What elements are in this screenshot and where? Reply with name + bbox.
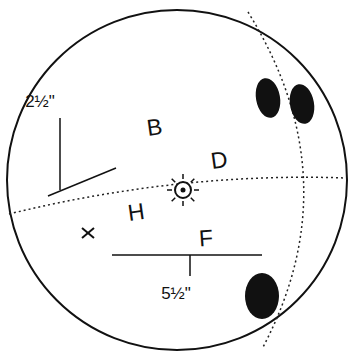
point-letter: F [198,226,214,250]
dimension-line [48,168,116,196]
pin-marker [167,174,199,206]
finger-hole [253,76,284,120]
pin-ray [172,198,176,202]
dimension-label: 2½" [25,93,55,110]
thumb-hole [245,273,279,319]
point-letter: H [126,199,146,224]
pin-ray [194,189,199,191]
pin-ray [167,189,172,191]
dimension-label: 5½" [161,285,191,302]
leader-line [189,255,191,276]
pin-ray [172,179,176,183]
point-letter: D [209,147,229,172]
ball-outline [7,10,347,350]
pin-ray [182,174,184,179]
leader-line [59,118,61,190]
dimension-line [112,254,262,256]
pin-ray [191,198,195,202]
mass-bias-mark [82,228,94,238]
pin-ray [182,201,184,206]
finger-hole [287,82,318,126]
pin-ray [191,179,195,183]
